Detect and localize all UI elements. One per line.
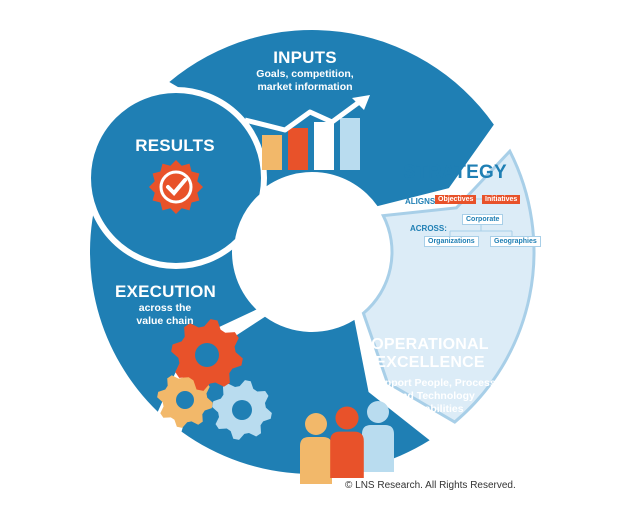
across-label: ACROSS: — [410, 224, 447, 233]
operational-subtitle-1: Support People, Process, — [371, 377, 499, 389]
growth-chart-icon — [244, 95, 370, 170]
inputs-segment — [169, 29, 494, 207]
copyright-text: © LNS Research. All Rights Reserved. — [345, 480, 516, 491]
check-badge-icon — [149, 160, 203, 214]
person-orange-icon — [330, 406, 364, 478]
aligns-label: ALIGNS: — [405, 197, 438, 206]
person-light-blue-icon — [362, 401, 394, 472]
gear-light-blue-icon — [212, 380, 272, 440]
inputs-title: INPUTS — [273, 48, 337, 67]
operational-title-2: EXCELLENCE — [375, 354, 485, 371]
strategy-title: STRATEGY — [403, 162, 507, 183]
operational-subtitle-2: and Technology — [395, 390, 475, 402]
center-hole — [234, 174, 390, 330]
execution-title: EXECUTION — [115, 282, 216, 301]
inputs-subtitle-1: Goals, competition, — [256, 68, 354, 80]
geographies-tag: Geographies — [490, 236, 541, 247]
execution-subtitle-1: across the — [138, 302, 192, 314]
objectives-tag: Objectives — [435, 195, 477, 204]
corporate-tag: Corporate — [462, 214, 504, 225]
inputs-subtitle-2: market information — [257, 81, 353, 93]
person-yellow-icon — [300, 413, 332, 484]
operational-title-1: OPERATIONAL — [371, 336, 489, 353]
gear-orange-icon — [171, 319, 243, 391]
organizations-tag: Organizations — [424, 236, 479, 247]
initiatives-tag: Initiatives — [482, 195, 521, 204]
results-title: RESULTS — [135, 136, 215, 155]
execution-subtitle-2: value chain — [136, 315, 194, 327]
operational-subtitle-3: capabilities — [406, 403, 464, 415]
